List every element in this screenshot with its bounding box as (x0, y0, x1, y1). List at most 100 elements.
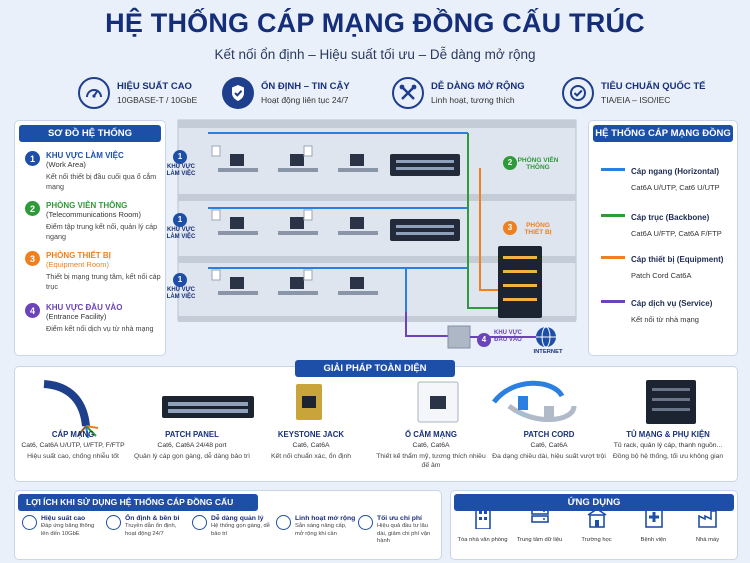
cable-name: Cáp dịch vụ (Service) (631, 299, 713, 308)
legend-item-work-area: 1 KHU VỰC LÀM VIỆC(Work Area) Kết nối thi… (25, 151, 163, 191)
page-subtitle: Kết nối ổn định – Hiệu suất tối ưu – Dễ … (214, 47, 536, 62)
system-map-panel: SƠ ĐỒ HỆ THỐNG 1 KHU VỰC LÀM VIỆC(Work A… (14, 120, 166, 356)
tools-icon (392, 77, 424, 109)
cable-backbone: Cáp trục (Backbone) Cat6A U/FTP, Cat6A F/… (601, 207, 736, 238)
product-desc: Thiết kế thẩm mỹ, tương thích nhiều đế â… (376, 453, 486, 469)
cable-name: Cáp thiết bị (Equipment) (631, 255, 724, 264)
feature-scalable: DỄ DÀNG MỞ RỘNG Linh hoạt, tương thích (392, 76, 525, 110)
legend-subtitle: (Work Area) (46, 160, 86, 169)
diagram-label-telecom: PHÒNG VIỄN THÔNG (517, 157, 559, 171)
solutions-panel (14, 366, 738, 482)
cable-service: Cáp dịch vụ (Service) Kết nối từ nhà mạng (601, 293, 736, 324)
app-office: Tòa nhà văn phòng (455, 505, 510, 543)
app-school: Trường học (569, 505, 624, 543)
feature-title: TIÊU CHUẨN QUỐC TẾ (601, 81, 706, 92)
cable-color-line (601, 300, 625, 304)
speed-icon (22, 515, 37, 530)
product-spec: Cat6, Cat6A 24/48 port (157, 442, 227, 449)
wrench-icon (192, 515, 207, 530)
legend-title: KHU VỰC LÀM VIỆC (46, 151, 124, 160)
legend-title: PHÒNG THIẾT BỊ (46, 251, 111, 260)
network-rack-image (646, 380, 696, 424)
cable-equipment: Cáp thiết bị (Equipment) Patch Cord Cat6A (601, 249, 736, 280)
product-desc: Quản lý cáp gọn gàng, dễ dàng bảo trì (133, 453, 250, 460)
legend-item-entrance: 4 KHU VỰC ĐẦU VÀO(Entrance Facility)Điểm… (25, 303, 163, 334)
legend-subtitle: (Equipment Room) (46, 260, 109, 269)
feature-desc: TIA/EIA – ISO/IEC (601, 95, 671, 105)
product-name: KEYSTONE JACK (277, 430, 345, 439)
legend-number: 2 (25, 201, 40, 216)
cable-value: Kết nối từ nhà mạng (631, 315, 699, 324)
check-badge-icon (562, 77, 594, 109)
keystone-jack-image (296, 384, 322, 420)
cable-color-line (601, 256, 625, 260)
office-building-icon (474, 506, 491, 530)
benefit-desc: Đáp ứng băng thông lên đến 10GbE (41, 523, 95, 537)
legend-number: 3 (25, 251, 40, 266)
cable-name: Cáp ngang (Horizontal) (631, 167, 719, 176)
legend-item-telecom-room: 2 PHÒNG VIỄN THÔNG(Telecommunications Ro… (25, 201, 163, 241)
hospital-icon (644, 507, 663, 528)
patch-panel-image (162, 396, 254, 418)
diagram-label-internet: INTERNET (533, 349, 563, 355)
legend-desc: Kết nối thiết bị đầu cuối qua ổ cắm mạng (46, 172, 157, 191)
page-title: HỆ THỐNG CÁP MẠNG ĐỒNG CẤU TRÚC (105, 8, 645, 38)
system-map-heading: SƠ ĐỒ HỆ THỐNG (19, 125, 161, 142)
feature-desc: Hoạt động liên tục 24/7 (261, 95, 349, 105)
product-spec: Cat6, Cat6A (292, 442, 330, 449)
product-desc: Hiệu suất cao, chống nhiễu tốt (27, 453, 119, 460)
diagram-badge-3: 3 (507, 223, 513, 232)
cable-color-line (601, 214, 625, 218)
product-name: PATCH PANEL (165, 430, 219, 439)
data-center-icon (530, 507, 549, 523)
school-icon (587, 508, 606, 528)
legend-subtitle: (Entrance Facility) (46, 312, 107, 321)
app-name: Nhà máy (695, 537, 720, 543)
cable-value: Cat6A U/FTP, Cat6A F/FTP (631, 229, 722, 238)
patch-cord-image (492, 380, 577, 422)
legend-desc: Điểm tập trung kết nối, quản lý cáp ngan… (46, 222, 158, 241)
speedometer-icon (78, 77, 110, 109)
product-name: PATCH CORD (523, 430, 575, 439)
legend-desc: Điểm kết nối dịch vụ từ nhà mạng (46, 324, 154, 333)
diagram-badge-1b: 1 (177, 215, 183, 224)
diagram-badge-2: 2 (507, 158, 513, 167)
feature-desc: Linh hoạt, tương thích (431, 95, 515, 105)
diagram-badge-1c: 1 (177, 275, 183, 284)
copper-system-panel: HỆ THỐNG CÁP MẠNG ĐỒNG Cáp ngang (Horizo… (588, 120, 738, 356)
benefit-name: Tối ưu chi phí (377, 515, 422, 522)
feature-title: HIỆU SUẤT CAO (117, 81, 192, 92)
feature-standard: TIÊU CHUẨN QUỐC TẾ TIA/EIA – ISO/IEC (562, 76, 706, 110)
benefits-heading: LỢI ÍCH KHI SỬ DỤNG HỆ THỐNG CÁP ĐỒNG CẤ… (18, 494, 258, 524)
cable-value: Patch Cord Cat6A (631, 271, 692, 280)
shield-check-icon (222, 77, 254, 109)
legend-subtitle: (Telecommunications Room) (46, 210, 142, 219)
expand-icon (276, 515, 291, 530)
solutions-heading: GIẢI PHÁP TOÀN DIỆN (295, 360, 455, 377)
cable-horizontal: Cáp ngang (Horizontal)Cat6A U/UTP, Cat6 … (601, 161, 736, 192)
legend-number: 1 (25, 151, 40, 166)
product-name: TỦ MẠNG & PHỤ KIỆN (626, 430, 710, 439)
diagram-badge-1a: 1 (177, 152, 183, 161)
cable-name: Cáp trục (Backbone) (631, 213, 710, 222)
benefit-desc: Hiệu quả đầu tư lâu dài, giảm chi phí vậ… (377, 523, 431, 544)
legend-title: PHÒNG VIỄN THÔNG (46, 201, 128, 210)
building-diagram (173, 119, 577, 349)
product-spec: Cat6, Cat6A U/UTP, U/FTP, F/FTP (21, 442, 125, 449)
product-name: Ổ CẮM MẠNG (405, 430, 457, 439)
app-hospital: Bệnh viện (626, 505, 681, 543)
applications-panel: ỨNG DỤNG (450, 490, 738, 560)
coin-icon (358, 515, 373, 530)
product-desc: Đồng bộ hệ thống, tối ưu không gian (612, 453, 724, 460)
feature-title: DỄ DÀNG MỞ RỘNG (431, 81, 525, 92)
